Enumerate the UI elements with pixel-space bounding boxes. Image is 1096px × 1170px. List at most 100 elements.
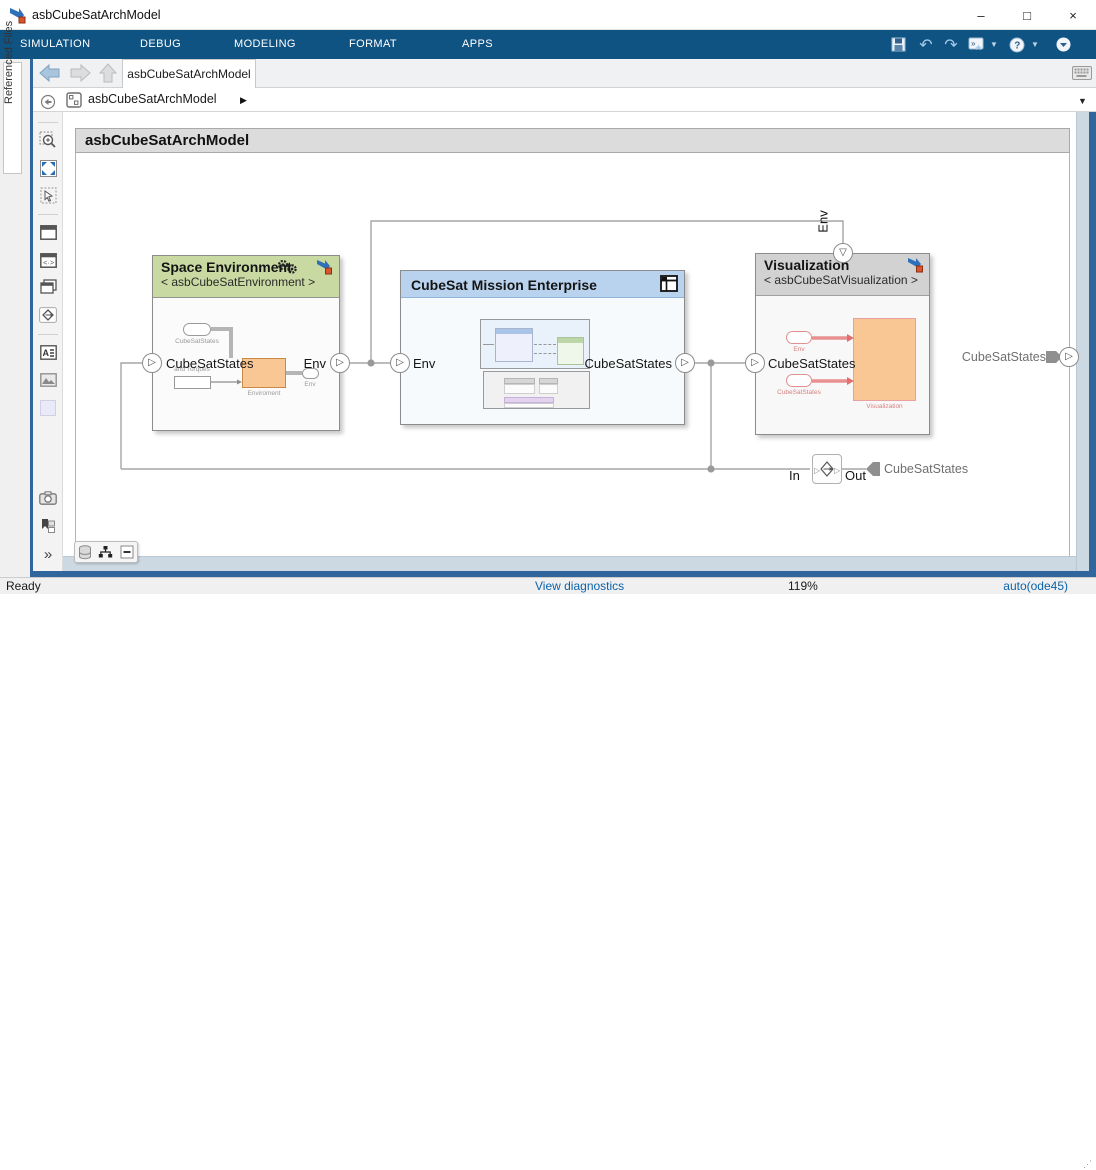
referenced-files-tab[interactable] [3, 62, 22, 174]
block-visualization[interactable]: Visualization < asbCubeSatVisualization … [755, 253, 930, 435]
tab-format[interactable]: FORMAT [349, 38, 398, 50]
port-mission-out[interactable]: ▷ [675, 353, 695, 373]
port-mission-in[interactable]: ▷ [390, 353, 410, 373]
adapter-out-label: Out [845, 468, 866, 483]
mini-input-box [174, 376, 211, 389]
mini-input-label: and Torques [174, 366, 210, 373]
mini-box-label: Visualization [866, 403, 903, 410]
hierarchy-icon[interactable] [98, 545, 113, 559]
boundary-port-label: CubeSatStates [961, 350, 1046, 364]
port-visualization-top[interactable]: ▽ [833, 243, 853, 263]
close-button[interactable]: × [1069, 7, 1077, 23]
tab-debug[interactable]: DEBUG [140, 38, 182, 50]
zoom-select-icon[interactable] [39, 131, 57, 149]
mini-services-panel [483, 371, 590, 409]
collapse-panel-icon[interactable] [120, 545, 134, 559]
palette-divider [38, 214, 58, 215]
block-title: CubeSat Mission Enterprise [411, 277, 597, 293]
gears-icon [277, 260, 297, 274]
forward-button[interactable] [68, 63, 92, 83]
breadcrumb-expand-icon[interactable]: ▶ [240, 95, 247, 105]
zoom-level: 119% [788, 579, 818, 593]
port-spaceenv-out[interactable]: ▷ [330, 353, 350, 373]
mini-env-oval [786, 331, 812, 344]
window-title: asbCubeSatArchModel [32, 8, 161, 22]
adapter-tool-icon[interactable] [39, 306, 57, 324]
solver-link[interactable]: auto(ode45) [1003, 579, 1068, 593]
minimize-button[interactable]: – [977, 7, 985, 23]
data-dictionary-icon[interactable] [78, 544, 92, 560]
tab-apps[interactable]: APPS [462, 38, 493, 50]
help-caret-icon[interactable]: ▼ [1031, 40, 1039, 49]
ribbon-bar: SIMULATION DEBUG MODELING FORMAT APPS ↶ … [0, 30, 1096, 59]
export-caret-icon[interactable]: ▼ [990, 40, 998, 49]
mini-port-label: CubeSatStates [175, 338, 219, 345]
svg-text:»: » [971, 39, 976, 48]
redo-icon[interactable]: ↷ [944, 36, 958, 54]
expand-palette-icon[interactable]: » [43, 545, 53, 563]
back-button[interactable] [38, 63, 62, 83]
select-area-icon[interactable] [39, 186, 57, 204]
block-title: Space Environment [161, 259, 292, 275]
mini-cubesatstates-oval [786, 374, 812, 387]
up-to-parent-button[interactable] [98, 62, 118, 84]
mini-service-bar [539, 378, 558, 384]
block-mission-enterprise[interactable]: CubeSat Mission Enterprise [400, 270, 685, 425]
mini-port-oval [183, 323, 211, 336]
adapter-tag-label: CubeSatStates [884, 462, 969, 476]
viewpoints-icon[interactable] [39, 517, 57, 535]
image-tool-icon[interactable] [39, 371, 57, 389]
screenshot-icon[interactable] [39, 489, 57, 507]
mini-environment-box [242, 358, 286, 388]
mini-service-bar [504, 378, 535, 384]
editor-border-right [1089, 112, 1096, 577]
tab-simulation[interactable]: SIMULATION [20, 38, 91, 50]
component-tool-icon[interactable] [39, 223, 57, 241]
adapter-icon: ▷ ▷ [814, 461, 841, 477]
port-label-mission-out: CubeSatStates [584, 356, 672, 371]
document-tab[interactable]: asbCubeSatArchModel [122, 59, 256, 88]
mini-box-label: Enviroment [247, 390, 281, 397]
svg-text:▷: ▷ [834, 466, 841, 475]
mini-env-label: Env [793, 346, 805, 353]
title-bar: asbCubeSatArchModel – □ × [0, 0, 1096, 30]
collapse-toolstrip-icon[interactable] [1053, 35, 1073, 54]
hide-palette-icon[interactable] [39, 93, 57, 111]
breadcrumb-dropdown-icon[interactable]: ▼ [1078, 96, 1087, 106]
annotation-icon[interactable]: A [39, 343, 57, 361]
block-space-environment[interactable]: Space Environment < asbCubeSatEnvironmen… [152, 255, 340, 431]
port-boundary-out[interactable]: ▷ [1059, 347, 1079, 367]
port-label-visualization-in: CubeSatStates [768, 356, 856, 371]
palette-divider [38, 122, 58, 123]
port-spaceenv-in[interactable]: ▷ [142, 353, 162, 373]
fit-to-view-icon[interactable] [39, 159, 57, 177]
svg-text:<·>: <·> [43, 258, 55, 267]
architecture-title: asbCubeSatArchModel [75, 128, 1070, 153]
area-tool-icon[interactable] [39, 399, 57, 417]
breadcrumb[interactable]: asbCubeSatArchModel [88, 92, 217, 106]
undo-icon[interactable]: ↶ [919, 36, 933, 54]
maximize-button[interactable]: □ [1023, 7, 1031, 23]
block-subtitle: < asbCubeSatEnvironment > [161, 275, 316, 289]
adapter-block[interactable]: ▷ ▷ [812, 454, 842, 484]
port-label-mission-in: Env [413, 356, 436, 371]
panel-window-icon [660, 275, 678, 292]
tab-modeling[interactable]: MODELING [234, 38, 296, 50]
svg-text:?: ? [1014, 40, 1020, 51]
svg-text:▷: ▷ [814, 466, 821, 475]
horizontal-scrollbar[interactable] [63, 556, 1076, 571]
code-component-icon[interactable]: <·> [39, 251, 57, 269]
export-icon[interactable]: » [966, 35, 986, 54]
vertical-scrollbar[interactable] [1076, 112, 1089, 571]
help-icon[interactable]: ? [1007, 35, 1027, 54]
resize-grip[interactable]: ⋰ [1083, 1159, 1093, 1169]
mini-service-box [539, 384, 558, 394]
view-diagnostics-link[interactable]: View diagnostics [535, 579, 625, 593]
mini-deploy-box [504, 403, 554, 408]
port-visualization-in[interactable]: ▷ [745, 353, 765, 373]
adapter-in-label: In [789, 468, 800, 483]
component-icon [66, 92, 82, 108]
keyboard-icon[interactable] [1072, 66, 1092, 80]
save-icon[interactable] [888, 35, 908, 54]
stacked-components-icon[interactable] [39, 278, 57, 296]
